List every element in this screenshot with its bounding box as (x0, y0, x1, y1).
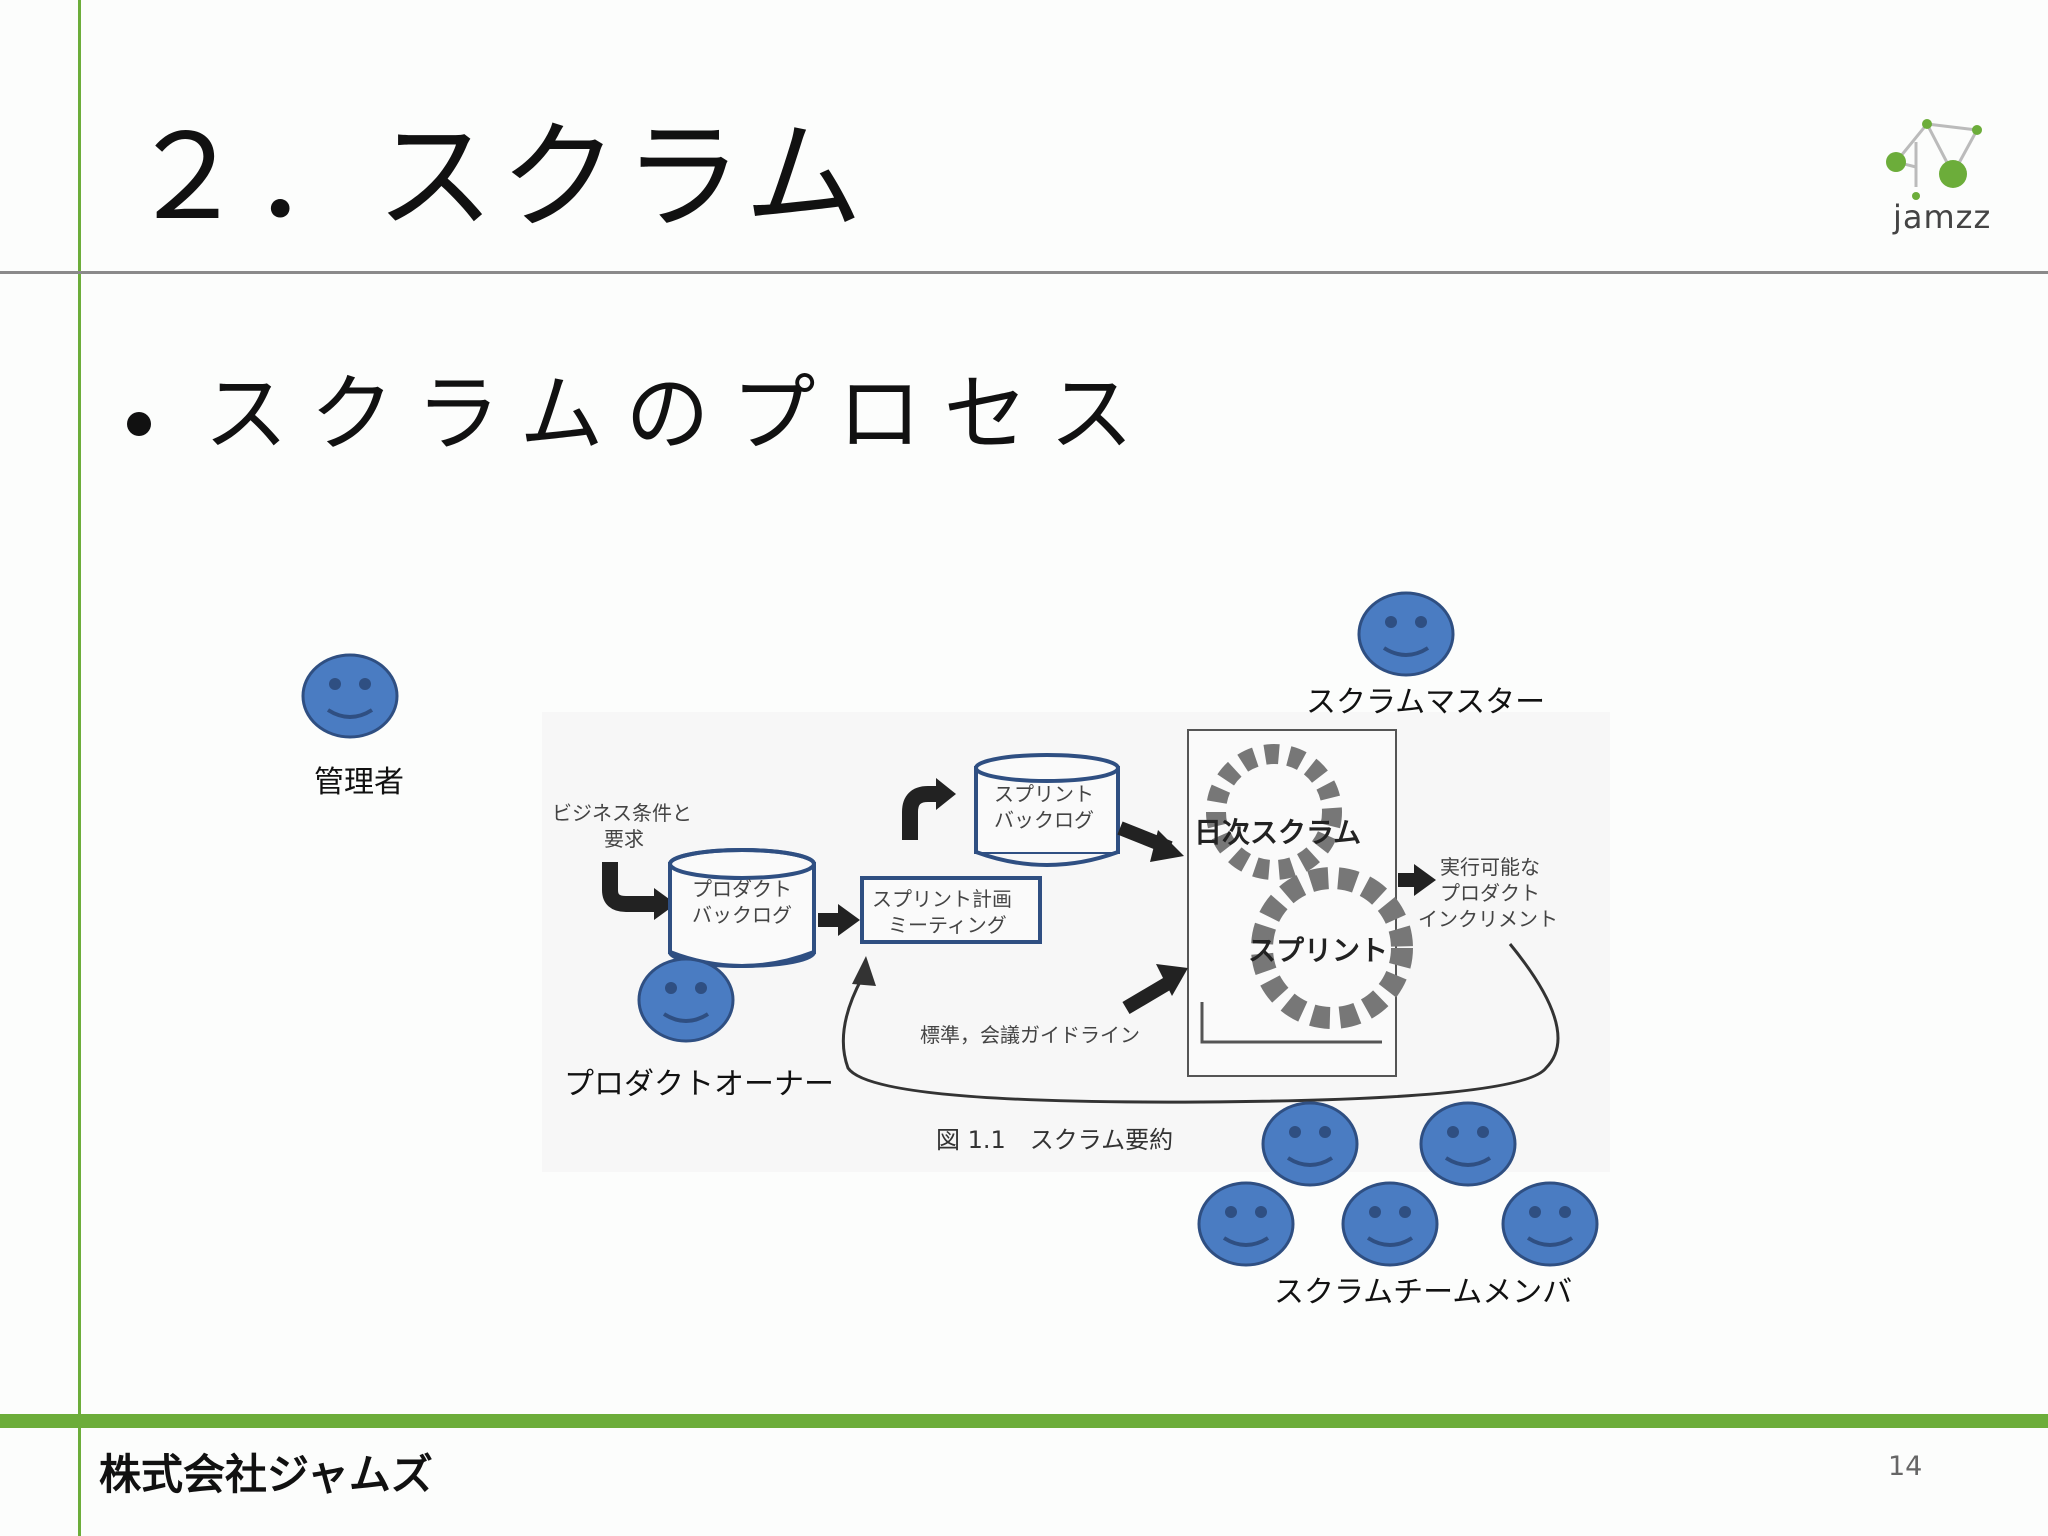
business-arrow-icon (602, 862, 660, 912)
product-owner-face-icon (637, 957, 735, 1043)
planning-line1: スプリント計画 (872, 887, 1012, 911)
guidelines-label: 標準，会議ガイドライン (920, 1023, 1140, 1047)
increment-line3: インクリメント (1418, 907, 1558, 931)
sprint-cycle-icon (1251, 867, 1413, 1029)
diagram-caption: 図 1.1 スクラム要約 (936, 1126, 1173, 1154)
sprint-backlog-cylinder (974, 753, 1120, 867)
team-member-face-icon (1419, 1101, 1517, 1187)
company-name: 株式会社ジャムズ (99, 1450, 433, 1499)
sprint-box (1187, 729, 1397, 1077)
business-req-line1: ビジネス条件と (552, 801, 692, 825)
team-member-face-icon (1341, 1181, 1439, 1267)
footer-divider (0, 1414, 2048, 1428)
sprint-backlog-line2: バックログ (994, 808, 1094, 832)
sprint-label: スプリント (1248, 934, 1388, 967)
jamzz-logo-icon (1886, 119, 1982, 200)
planning-line2: ミーティング (888, 913, 1007, 937)
product-backlog-cylinder (668, 848, 816, 968)
scrum-master-face-icon (1357, 591, 1455, 677)
manager-face-icon (301, 653, 399, 739)
scrum-process-diagram: ビジネス条件と 要求 プロダクト バックログ スプリント計画 ミーティング (542, 712, 1610, 1172)
logo-text: jamzz (1893, 198, 1992, 236)
feedback-loop-icon (841, 943, 1560, 1104)
page-number: 14 (1888, 1451, 1923, 1482)
daily-scrum-label: 日次スクラム (1194, 816, 1361, 849)
sprint-planning-box (860, 876, 1042, 944)
title-divider (0, 271, 2048, 274)
sprint-backlog-line1: スプリント (994, 782, 1094, 806)
left-accent-line (78, 0, 81, 1536)
scrum-master-label: スクラムマスター (1306, 685, 1546, 720)
increment-line1: 実行可能な (1440, 855, 1540, 879)
manager-label: 管理者 (314, 765, 404, 800)
bullet-text: スクラムのプロセス (204, 365, 1156, 463)
bullet-dot (127, 412, 151, 436)
team-members-label: スクラムチームメンバ (1274, 1275, 1573, 1310)
product-backlog-line1: プロダクト (692, 877, 792, 901)
slide-title: ２．スクラム (128, 108, 869, 246)
product-owner-label: プロダクトオーナー (564, 1067, 834, 1102)
daily-scrum-cycle-icon (1206, 744, 1342, 880)
team-member-face-icon (1197, 1181, 1295, 1267)
product-backlog-line2: バックログ (692, 903, 792, 927)
business-req-line2: 要求 (604, 827, 644, 851)
team-member-face-icon (1501, 1181, 1599, 1267)
team-member-face-icon (1261, 1101, 1359, 1187)
increment-line2: プロダクト (1440, 881, 1540, 905)
